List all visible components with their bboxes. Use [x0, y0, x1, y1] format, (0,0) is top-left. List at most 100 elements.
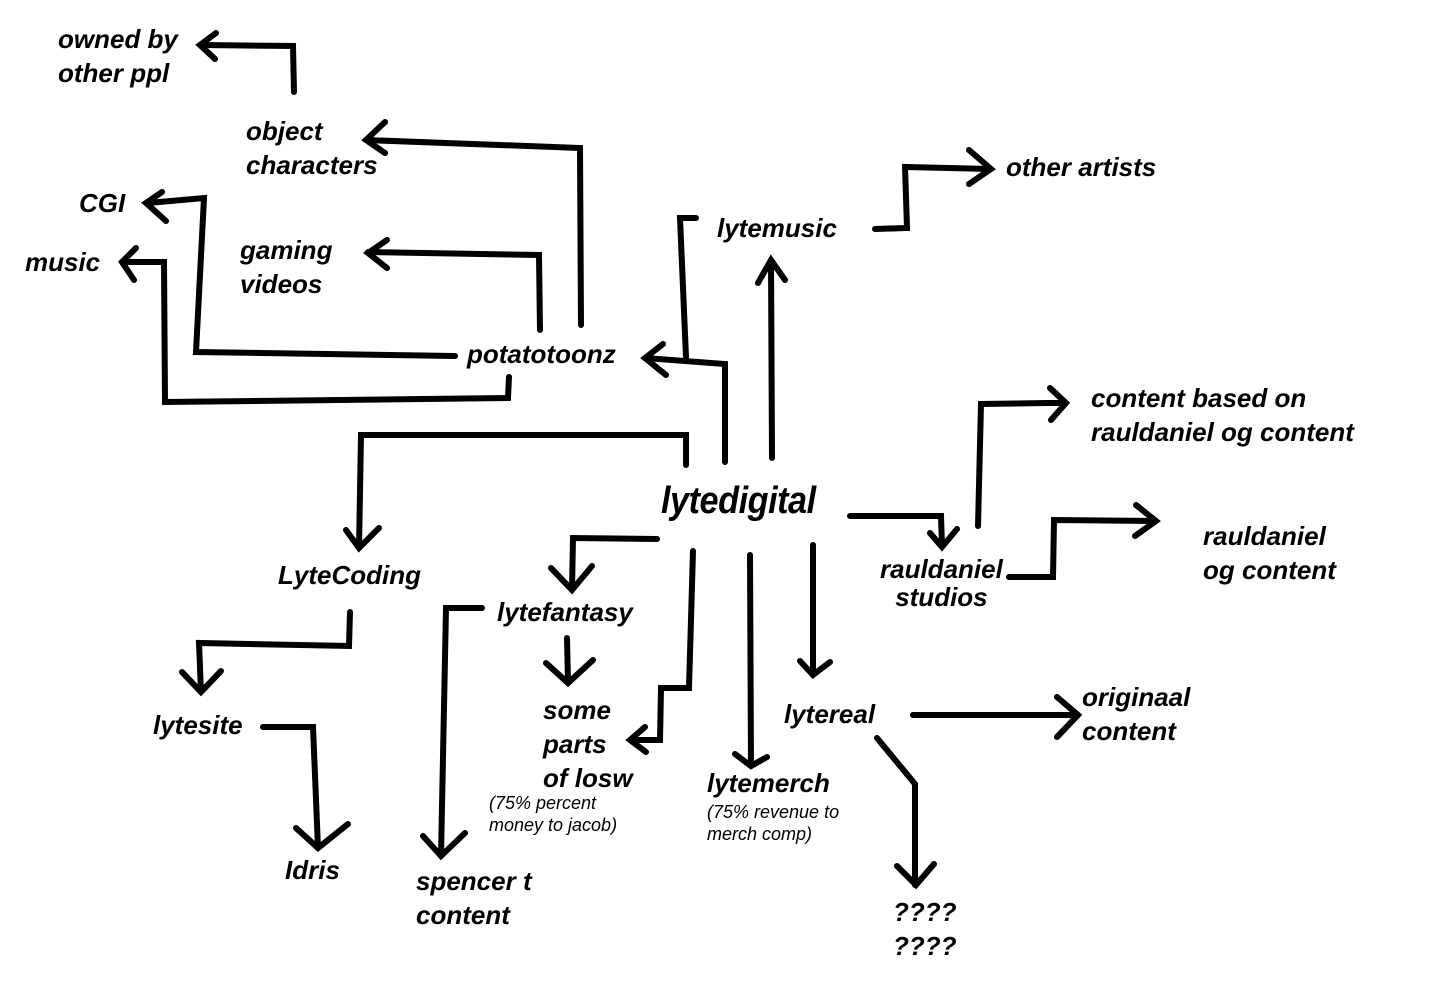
- edge-object-characters-to-owned-by: [199, 42, 297, 95]
- arrowhead-idris: [293, 821, 351, 852]
- arrowhead-object-characters: [361, 119, 388, 156]
- node-lytemusic: lytemusic: [717, 211, 837, 245]
- node-originaal-content: originaal content: [1082, 680, 1190, 748]
- node-label-line: lytemerch: [707, 768, 830, 798]
- arrowhead-lytemerch: [732, 751, 770, 770]
- node-label-line: rauldaniel og content: [1091, 417, 1354, 447]
- root-label: lytedigital: [661, 480, 816, 522]
- edge-potatotoonz-to-cgi: [145, 194, 458, 359]
- node-label-line: ????: [893, 897, 957, 927]
- node-label-line: owned by: [58, 24, 178, 54]
- edge-lytedigital-to-potatotoonz: [642, 355, 728, 465]
- edge-potatotoonz-to-object-characters: [363, 137, 584, 328]
- node-unknown: ???? ????: [893, 895, 957, 963]
- node-label-line: originaal: [1082, 682, 1191, 712]
- edge-lytefantasy-to-spencer: [438, 605, 485, 859]
- edge-lytemusic-to-other-artists: [872, 163, 994, 232]
- node-label-line: some: [543, 695, 611, 725]
- node-cgi: CGI: [79, 186, 125, 220]
- note-line: merch comp): [707, 824, 813, 844]
- node-label-line: gaming: [240, 235, 333, 265]
- node-idris: Idris: [285, 853, 340, 887]
- edge-potatotoonz-to-music: [119, 259, 512, 406]
- node-lytefantasy: lytefantasy: [497, 595, 633, 629]
- node-potatotoonz: potatotoonz: [467, 337, 616, 371]
- node-some-parts-of-losw: some parts of losw: [543, 693, 633, 795]
- note-merch-revenue: (75% revenue to merch comp): [707, 801, 839, 845]
- note-losw-revenue: (75% percent money to jacob): [489, 792, 617, 836]
- edge-potatotoonz-to-gaming: [365, 249, 543, 333]
- node-lytecoding: LyteCoding: [278, 558, 421, 592]
- node-other-artists: other artists: [1006, 150, 1156, 184]
- node-object-characters: object characters: [246, 114, 378, 182]
- node-label-line: lytefantasy: [497, 597, 633, 627]
- node-gaming-videos: gaming videos: [240, 233, 332, 301]
- note-line: (75% percent: [489, 793, 597, 813]
- arrowhead-lytefantasy: [548, 563, 595, 595]
- node-label-line: rauldaniel: [1203, 521, 1326, 551]
- edge-lytedigital-to-lytecoding: [356, 432, 689, 551]
- note-line: (75% revenue to: [707, 802, 840, 822]
- arrowhead-losw-top: [543, 657, 596, 688]
- edge-rauldaniel-to-og-content: [1006, 516, 1159, 580]
- edge-lytedigital-to-lytefantasy: [569, 534, 660, 593]
- arrowhead-potatotoonz: [640, 341, 669, 378]
- node-label-line: CGI: [79, 188, 126, 218]
- node-label-line: studios: [895, 582, 988, 612]
- edge-lytedigital-to-lytemerch: [747, 552, 754, 769]
- node-label-line: potatotoonz: [467, 339, 616, 369]
- node-spencer-t-content: spencer t content: [416, 864, 532, 932]
- edge-lytedigital-to-lytemusic: [768, 257, 775, 461]
- node-label-line: other artists: [1006, 152, 1157, 182]
- edge-lytecoding-to-lytesite: [195, 609, 353, 695]
- arrowhead-originaal: [1054, 694, 1083, 740]
- edge-lytesite-to-idris: [260, 724, 321, 851]
- node-label-line: of losw: [543, 763, 633, 793]
- node-rauldaniel-studios: rauldaniel studios: [880, 555, 1003, 611]
- edge-lytedigital-to-rauldaniel: [847, 513, 945, 549]
- node-lytemerch: lytemerch: [707, 766, 830, 800]
- arrowhead-other-artists: [966, 147, 996, 187]
- node-label-line: content: [416, 900, 510, 930]
- edge-rauldaniel-to-content-based: [975, 400, 1068, 529]
- node-label-line: characters: [246, 150, 378, 180]
- arrowhead-cgi: [141, 189, 169, 224]
- node-label-line: spencer t: [416, 866, 532, 896]
- node-rauldaniel-og-content: rauldaniel og content: [1203, 519, 1336, 587]
- node-music: music: [25, 245, 100, 279]
- edge-lytefantasy-to-losw: [564, 635, 571, 686]
- node-lytedigital-root: lytedigital: [661, 479, 816, 523]
- node-label-line: ????: [893, 931, 957, 961]
- node-label-line: lytereal: [784, 699, 876, 729]
- edge-lytemusic-bracket: [676, 215, 699, 360]
- arrowhead-lytesite: [179, 668, 224, 697]
- arrowhead-music: [118, 245, 139, 283]
- arrowhead-lytemusic: [755, 254, 788, 286]
- node-label-line: content: [1082, 716, 1176, 746]
- node-owned-by-other-ppl: owned by other ppl: [58, 22, 178, 90]
- note-line: money to jacob): [489, 815, 618, 835]
- node-label-line: lytesite: [153, 710, 243, 740]
- edge-lytedigital-to-losw: [627, 548, 696, 743]
- arrowhead-spencer: [420, 830, 468, 861]
- node-content-based-on-rauldaniel: content based on rauldaniel og content: [1091, 381, 1354, 449]
- node-lytereal: lytereal: [784, 697, 875, 731]
- node-label-line: videos: [240, 269, 323, 299]
- arrowhead-rauldaniel: [927, 526, 960, 552]
- arrowhead-og-content: [1132, 502, 1161, 539]
- node-label-line: rauldaniel: [880, 554, 1003, 584]
- arrowhead-owned-by: [195, 30, 219, 62]
- node-label-line: og content: [1203, 555, 1336, 585]
- node-label-line: content based on: [1091, 383, 1307, 413]
- arrowhead-losw-side: [625, 724, 649, 755]
- arrowhead-content-based: [1047, 385, 1071, 423]
- node-label-line: object: [246, 116, 323, 146]
- node-label-line: parts: [543, 729, 607, 759]
- arrowhead-lytecoding: [343, 525, 382, 553]
- node-label-line: Idris: [285, 855, 340, 885]
- arrowhead-lytereal: [797, 658, 833, 680]
- node-label-line: lytemusic: [717, 213, 837, 243]
- node-label-line: music: [25, 247, 101, 277]
- arrowhead-unknown: [894, 861, 937, 890]
